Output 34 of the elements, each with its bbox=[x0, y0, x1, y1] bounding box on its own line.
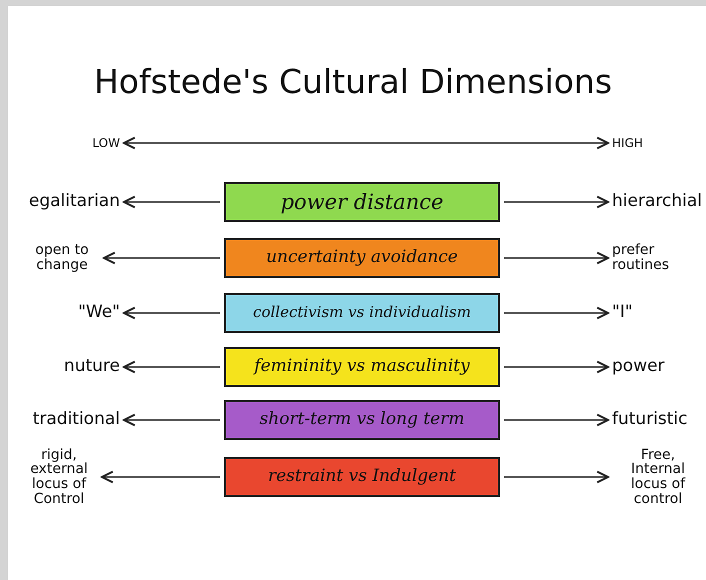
arrow bbox=[504, 360, 610, 374]
pole-label: rigid, external locus of Control bbox=[20, 442, 98, 512]
dimension-box: uncertainty avoidance bbox=[224, 238, 500, 278]
pole-label: nuture bbox=[4, 347, 120, 387]
arrow bbox=[103, 252, 220, 264]
arrow bbox=[101, 470, 220, 484]
pole-label: LOW bbox=[70, 133, 120, 153]
pole-label: open to change bbox=[24, 238, 100, 278]
arrow bbox=[123, 136, 610, 150]
dimension-box: femininity vs masculinity bbox=[224, 347, 500, 387]
arrow bbox=[504, 414, 610, 426]
dimension-box: short-term vs long term bbox=[224, 400, 500, 440]
dimension-box: restraint vs Indulgent bbox=[224, 457, 500, 497]
arrow bbox=[123, 360, 220, 374]
arrow bbox=[123, 306, 220, 320]
pole-label: HIGH bbox=[612, 133, 662, 153]
pole-label: egalitarian bbox=[4, 182, 120, 222]
dimension-box: collectivism vs individualism bbox=[224, 293, 500, 333]
pole-label: futuristic bbox=[612, 400, 704, 440]
arrow bbox=[504, 306, 610, 320]
pole-label: Free, Internal locus of control bbox=[612, 442, 704, 512]
arrow bbox=[504, 196, 610, 208]
pole-label: "We" bbox=[4, 293, 120, 333]
arrow bbox=[504, 252, 610, 264]
pole-label: prefer routines bbox=[612, 238, 704, 278]
arrow bbox=[123, 414, 220, 426]
pole-label: traditional bbox=[4, 400, 120, 440]
arrow bbox=[504, 470, 610, 484]
pole-label: hierarchial bbox=[612, 182, 704, 222]
dimension-box: power distance bbox=[224, 182, 500, 222]
diagram-title: Hofstede's Cultural Dimensions bbox=[92, 62, 614, 101]
pole-label: "I" bbox=[612, 293, 704, 333]
arrow bbox=[123, 196, 220, 208]
pole-label: power bbox=[612, 347, 704, 387]
